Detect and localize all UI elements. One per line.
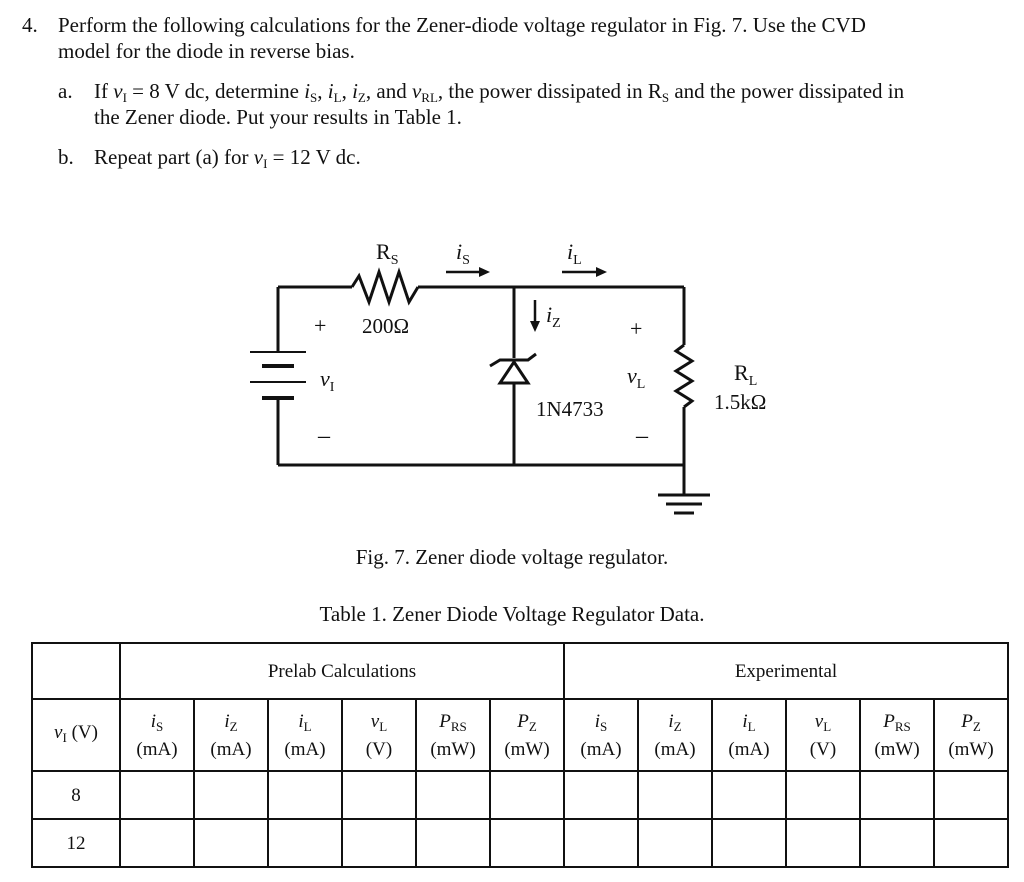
table-caption: Table 1. Zener Diode Voltage Regulator D… xyxy=(319,602,705,626)
is-label: iS xyxy=(456,239,470,268)
group-header-prelab: Prelab Calculations xyxy=(119,642,565,700)
table-cell[interactable] xyxy=(119,818,195,868)
table-row: 8 xyxy=(31,770,1010,820)
rl-label: RL xyxy=(734,360,757,389)
question-number: 4. xyxy=(22,13,38,37)
col-header-prs-exp: PRS(mW) xyxy=(859,698,935,772)
col-header-il-exp: iL(mA) xyxy=(711,698,787,772)
vi-plus-sign: + xyxy=(314,313,326,338)
col-header-iz-exp: iZ(mA) xyxy=(637,698,713,772)
rl-value: 1.5kΩ xyxy=(714,390,766,414)
table-cell[interactable] xyxy=(637,818,713,868)
table-cell[interactable] xyxy=(637,770,713,820)
col-header-vl-prelab: vL(V) xyxy=(341,698,417,772)
col-header-pz-prelab: PZ(mW) xyxy=(489,698,565,772)
col-header-is-prelab: iS(mA) xyxy=(119,698,195,772)
table-cell[interactable] xyxy=(341,770,417,820)
data-table: Prelab Calculations Experimental vI (V) … xyxy=(31,642,1010,868)
col-header-is-exp: iS(mA) xyxy=(563,698,639,772)
table-cell[interactable] xyxy=(341,818,417,868)
table-cell[interactable] xyxy=(932,818,1010,868)
table-cell[interactable] xyxy=(859,770,935,820)
vi-minus-sign: – xyxy=(317,423,331,449)
part-a-line-2: the Zener diode. Put your results in Tab… xyxy=(94,105,462,129)
col-header-il-prelab: iL(mA) xyxy=(267,698,343,772)
row-value-vi-8: 8 xyxy=(31,770,121,820)
diode-part-number: 1N4733 xyxy=(536,397,604,421)
circuit-schematic: RS iS iL iZ + 200Ω vI – + vL – 1N4733 RL… xyxy=(250,239,766,515)
question-line-1: Perform the following calculations for t… xyxy=(58,13,866,37)
table-cell[interactable] xyxy=(932,770,1010,820)
column-header-row: vI (V) iS(mA) iZ(mA) iL(mA) vL(V) PRS(mW… xyxy=(31,698,1010,772)
figure-caption: Fig. 7. Zener diode voltage regulator. xyxy=(355,545,669,569)
table-cell[interactable] xyxy=(711,818,787,868)
corner-cell xyxy=(31,642,121,700)
part-b-label: b. xyxy=(58,145,74,169)
group-header-experimental: Experimental xyxy=(562,642,1010,700)
part-a-label: a. xyxy=(58,79,73,103)
zener-diode-symbol xyxy=(489,352,537,385)
table-cell[interactable] xyxy=(489,770,565,820)
vl-minus-sign: – xyxy=(635,423,649,449)
part-b-text: Repeat part (a) for vI = 12 V dc. xyxy=(94,145,361,171)
part-a-line-1: If vI = 8 V dc, determine iS, iL, iZ, an… xyxy=(94,79,905,105)
table-row: 12 xyxy=(31,818,1010,868)
table-cell[interactable] xyxy=(415,818,491,868)
table-cell[interactable] xyxy=(785,818,861,868)
table-cell[interactable] xyxy=(267,770,343,820)
rs-value: 200Ω xyxy=(362,314,409,338)
question-line-2: model for the diode in reverse bias. xyxy=(58,39,355,63)
row-value-vi-12: 12 xyxy=(31,818,121,868)
table-cell[interactable] xyxy=(267,818,343,868)
iz-label: iZ xyxy=(546,302,561,331)
row-header-vi: vI (V) xyxy=(31,698,121,772)
col-header-prs-prelab: PRS(mW) xyxy=(415,698,491,772)
vl-label: vL xyxy=(627,363,645,392)
table-cell[interactable] xyxy=(193,818,269,868)
rs-label: RS xyxy=(376,239,398,268)
table-cell[interactable] xyxy=(563,818,639,868)
col-header-iz-prelab: iZ(mA) xyxy=(193,698,269,772)
table-cell[interactable] xyxy=(489,818,565,868)
table-cell[interactable] xyxy=(119,770,195,820)
table-cell[interactable] xyxy=(193,770,269,820)
table-cell[interactable] xyxy=(859,818,935,868)
col-header-vl-exp: vL(V) xyxy=(785,698,861,772)
il-label: iL xyxy=(567,239,582,268)
vi-label: vI xyxy=(320,366,335,395)
vl-plus-sign: + xyxy=(630,316,642,341)
table-cell[interactable] xyxy=(415,770,491,820)
col-header-pz-exp: PZ(mW) xyxy=(932,698,1010,772)
table-cell[interactable] xyxy=(711,770,787,820)
table-cell[interactable] xyxy=(785,770,861,820)
table-cell[interactable] xyxy=(563,770,639,820)
